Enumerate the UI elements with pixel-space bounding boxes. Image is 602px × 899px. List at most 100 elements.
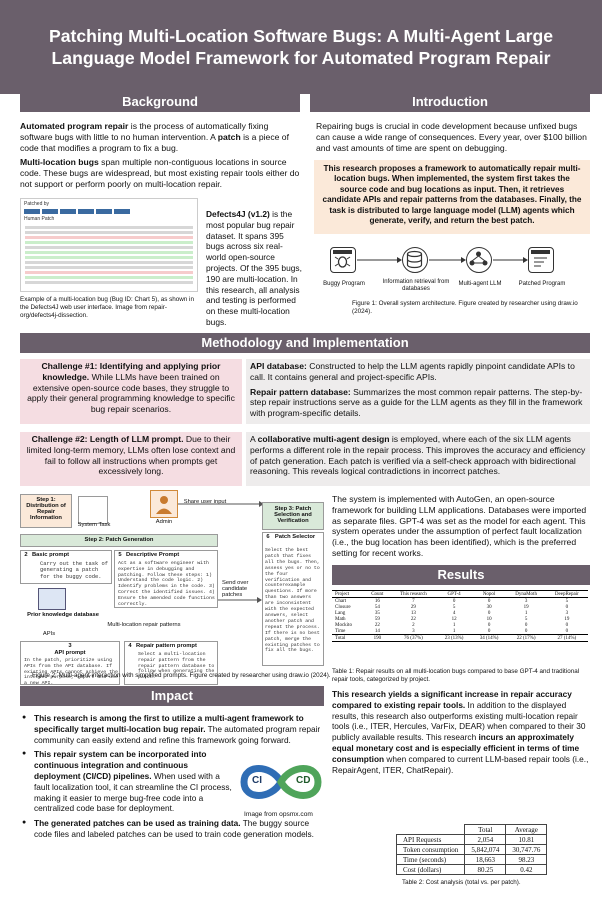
table-cell: 5: [452, 604, 456, 610]
table-cell: 0: [565, 604, 569, 610]
patched-program-icon: [528, 247, 554, 273]
background-text: Automated program repair is the process …: [20, 121, 300, 194]
cost-cell: 5,842,074: [464, 844, 507, 855]
impact-1-bold: This research is among the first to util…: [34, 713, 304, 734]
table-cell: Lang: [335, 610, 346, 616]
table-cell: 3: [565, 610, 569, 616]
admin-label: Admin: [155, 519, 173, 525]
step3-label: Step 3: Patch Selection and Verification: [274, 506, 312, 524]
rp-prompt-box: [124, 641, 218, 685]
databases-box: API database: Constructed to help the LL…: [246, 359, 590, 424]
table-cell: 23 (13%): [436, 634, 472, 642]
table-cell: 0: [524, 622, 528, 628]
results-text1: In addition to the displayed results, th…: [332, 699, 586, 743]
step1-box: [20, 494, 72, 528]
cost-cell: Cost (dollars): [395, 864, 466, 875]
bg-p1-text1: is the process of automatically fixing s…: [20, 121, 269, 142]
table-cell: 54: [374, 604, 380, 610]
table-cell: 19: [564, 616, 570, 622]
apis-label: APIs: [42, 631, 56, 637]
implementation-text: The system is implemented with AutoGen, …: [332, 494, 587, 558]
th-deeprepair: DeepRepair: [545, 590, 588, 598]
challenge2-title: Challenge #2: Length of LLM prompt.: [31, 434, 184, 444]
table-cell: 16: [374, 598, 380, 604]
challenge1-box: Challenge #1: Identifying and applying p…: [20, 359, 242, 424]
arch-arrow-3: [493, 257, 528, 263]
table-cell: 14: [374, 628, 380, 634]
background-p1: Automated program repair is the process …: [20, 121, 300, 153]
table-cell: 1: [452, 628, 456, 634]
impact-2-text: When used with a fault localization tool…: [34, 770, 232, 814]
results-bold1: This research yields a significant incre…: [332, 689, 572, 710]
api-db-text: Constructed to help the LLM agents rapid…: [250, 361, 575, 382]
th-dynamoth: DynaMoth: [506, 590, 546, 598]
basic-prompt-number: 2: [24, 552, 28, 558]
cost-cell: 98.23: [505, 854, 548, 865]
table-cell: 19: [523, 604, 529, 610]
th-gpt4: GPT-4: [436, 590, 472, 598]
table-cell: 0: [524, 628, 528, 634]
database-icon: [402, 247, 428, 273]
arch-label-patched: Patched Program: [518, 281, 566, 287]
defects4j-desc: is the most popular bug repair dataset. …: [206, 209, 302, 327]
table-cell: 1: [524, 610, 528, 616]
repair-db-paragraph: Repair pattern database: Summarizes the …: [250, 387, 586, 419]
patch-selector-title: Patch Selector: [274, 534, 316, 540]
results-heading: Results: [332, 565, 590, 585]
step2-banner: [20, 534, 218, 547]
collab-text: is employed, where each of the six LLM a…: [250, 434, 586, 477]
cost-header-row: Total Average: [396, 824, 548, 835]
share-input-label: Share user input: [183, 499, 227, 505]
rp-prompt-text: Select a multi-location repair pattern f…: [138, 652, 215, 681]
challenge1-title: Challenge #1: Identifying and applying p…: [41, 361, 221, 382]
api-prompt-text: In the patch, prioritize using APIs from…: [24, 658, 118, 687]
table-cell: Math: [335, 616, 346, 622]
cost-cell: 30,747.76: [505, 844, 548, 855]
collab-term: collaborative multi-agent design: [257, 434, 390, 444]
descriptive-prompt-box: [114, 550, 218, 608]
mlb-term: Multi-location bugs: [20, 157, 99, 168]
poster-title: Patching Multi-Location Software Bugs: A…: [48, 26, 554, 68]
patch-selector-box: [262, 532, 324, 666]
defects4j-term: Defects4J (v1.2): [206, 209, 270, 219]
results-text2: when compared to current LLM-based repai…: [332, 753, 589, 775]
results-bold2: incurs an approximately equal monetary c…: [332, 732, 580, 764]
impact-3-text: The buggy source code files and labeled …: [34, 818, 314, 839]
rp-prompt-number: 4: [128, 643, 132, 649]
table-cell: 0: [487, 598, 491, 604]
table-cell: 0: [487, 610, 491, 616]
impact-1-text: The automated program repair community c…: [34, 723, 321, 745]
screenshot-subtitle: Human Patch: [24, 216, 55, 222]
patch-selector-text: Select the best patch that fixes all the…: [265, 548, 320, 654]
cost-th-total: Total: [464, 824, 507, 835]
table-cell: 34 (14%): [471, 634, 507, 642]
background-p2: Multi-location bugs span multiple non-co…: [20, 157, 300, 189]
ci-label: CI: [252, 775, 262, 786]
descriptive-prompt-title: Descriptive Prompt: [126, 552, 180, 558]
repair-db-text: Summarizes the most common repair patter…: [250, 386, 583, 419]
table-cell: 2: [412, 622, 415, 628]
cost-cell: Time (seconds): [395, 854, 466, 865]
table-cell: Mockito: [335, 622, 352, 628]
table1-caption: Table 1: Repair results on all multi-loc…: [332, 668, 580, 683]
impact-heading: Impact: [20, 686, 324, 706]
basic-prompt-box: [20, 550, 112, 584]
table-cell: 0: [487, 622, 491, 628]
cost-th-average: Average: [505, 824, 548, 835]
table-cell: 0: [487, 628, 491, 634]
rp-prompt-title: Repair pattern prompt: [136, 643, 197, 649]
results-header-row: Project Count This research GPT-4 Nopol …: [332, 590, 588, 598]
figure1-caption: Figure 1: Overall system architecture. F…: [352, 300, 578, 315]
challenge2-box: Challenge #2: Length of LLM prompt. Due …: [20, 432, 242, 486]
table-cell: Time: [335, 628, 346, 634]
table-cell: Total: [332, 634, 365, 642]
